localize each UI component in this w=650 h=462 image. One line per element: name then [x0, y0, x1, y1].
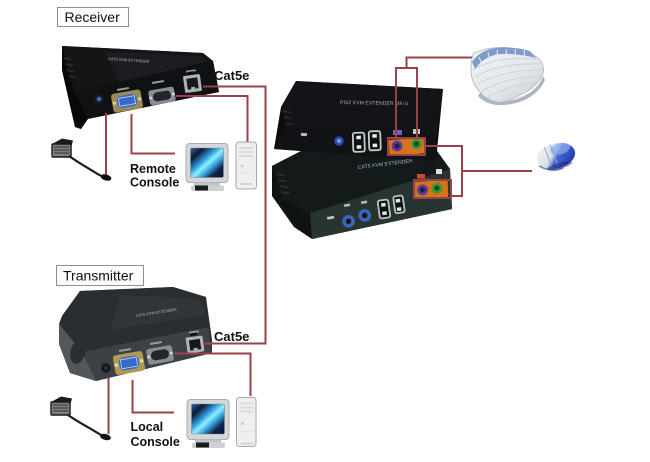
- svg-text:CAT5 KVM EXTENDER: CAT5 KVM EXTENDER: [135, 307, 177, 318]
- svg-text:Console: Console: [130, 176, 179, 190]
- svg-text:Local: Local: [131, 420, 164, 434]
- svg-text:Transmitter: Transmitter: [63, 268, 134, 284]
- svg-text:Remote: Remote: [130, 162, 176, 176]
- svg-text:Cat5e: Cat5e: [214, 329, 249, 344]
- svg-text:Console: Console: [131, 435, 180, 449]
- svg-text:Cat5e: Cat5e: [214, 68, 249, 83]
- svg-text:PS/2 KVM EXTENDER MK-U: PS/2 KVM EXTENDER MK-U: [340, 100, 409, 107]
- svg-text:Receiver: Receiver: [65, 9, 121, 25]
- svg-text:CAT5 KVM EXTENDER: CAT5 KVM EXTENDER: [108, 56, 150, 64]
